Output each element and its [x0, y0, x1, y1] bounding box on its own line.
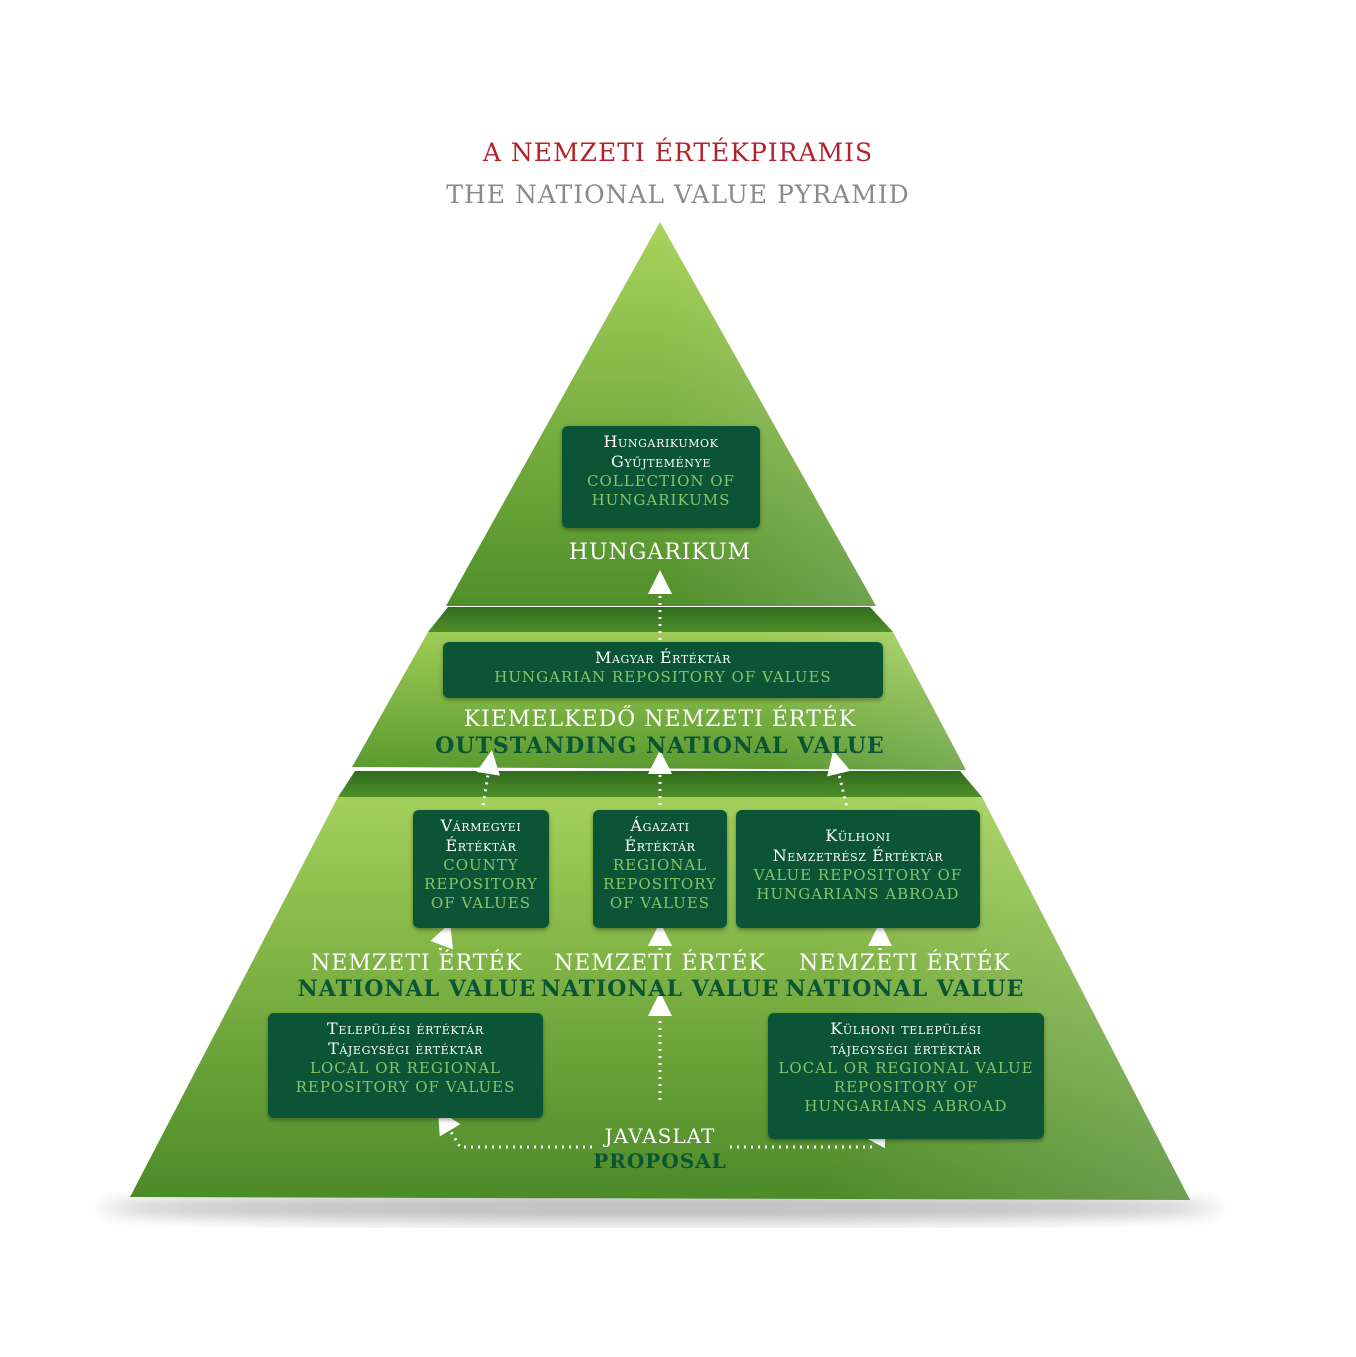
box-subtitle-line: COLLECTION OF [587, 472, 735, 490]
box-subtitle-line: LOCAL OR REGIONAL [309, 1059, 502, 1077]
middle-tier-band [428, 607, 893, 632]
national-value-label-hu: NEMZETI ÉRTÉK [311, 951, 523, 976]
national-value-label-en: NATIONAL VALUE [297, 976, 537, 1002]
box-subtitle-line: HUNGARIANS ABROAD [804, 1097, 1008, 1115]
county-repository-box: Vármegyei Értéktár COUNTY REPOSITORY OF … [413, 810, 549, 928]
box-title-line: Magyar Értéktár [595, 648, 731, 667]
arrow-abroad-to-outstanding [827, 750, 851, 813]
box-subtitle-line: REPOSITORY OF [833, 1078, 979, 1096]
arrow-to-county [430, 922, 454, 951]
box-subtitle-line: REPOSITORY [603, 875, 717, 893]
box-subtitle-line: HUNGARIAN REPOSITORY OF VALUES [494, 668, 832, 686]
ground-shadow [100, 1194, 1220, 1222]
outstanding-label-en: OUTSTANDING NATIONAL VALUE [435, 733, 885, 759]
box-title-line: Nemzetrész Értéktár [772, 846, 944, 865]
abroad-repository-box: Külhoni Nemzetrész Értéktár VALUE REPOSI… [736, 810, 980, 928]
box-title-line: Értéktár [445, 836, 517, 855]
title-english: THE NATIONAL VALUE PYRAMID [446, 180, 910, 209]
national-value-label-hu: NEMZETI ÉRTÉK [799, 951, 1011, 976]
box-title-line: Gyűjteménye [611, 452, 711, 471]
box-subtitle-line: OF VALUES [430, 894, 532, 912]
arrow-county-to-outstanding [476, 750, 500, 813]
box-subtitle-line: HUNGARIKUMS [591, 491, 731, 509]
box-subtitle-line: LOCAL OR REGIONAL VALUE [778, 1059, 1034, 1077]
box-title-line: Külhoni [825, 826, 891, 845]
hungarikum-label: HUNGARIKUM [568, 540, 752, 565]
local-repository-box: Települési értéktár Tájegységi értéktár … [268, 1013, 543, 1118]
box-subtitle-line: OF VALUES [609, 894, 711, 912]
national-value-label-hu: NEMZETI ÉRTÉK [554, 951, 766, 976]
box-subtitle-line: VALUE REPOSITORY OF [753, 866, 963, 884]
box-title-line: Hungarikumok [603, 432, 719, 451]
collection-of-hungarikums-box: Hungarikumok Gyűjteménye COLLECTION OF H… [562, 426, 760, 528]
outstanding-label-hu: KIEMELKEDŐ NEMZETI ÉRTÉK [463, 707, 857, 732]
proposal-label-hu: JAVASLAT [604, 1124, 716, 1148]
box-title-line: Ágazati [630, 816, 690, 835]
hungarian-repository-box: Magyar Értéktár HUNGARIAN REPOSITORY OF … [443, 642, 883, 698]
sectoral-repository-box: Ágazati Értéktár REGIONAL REPOSITORY OF … [593, 810, 727, 928]
box-subtitle-line: REPOSITORY [424, 875, 538, 893]
arrow-proposal-to-local [437, 1109, 592, 1149]
box-subtitle-line: HUNGARIANS ABROAD [756, 885, 960, 903]
box-title-line: tájegységi értéktár [830, 1039, 982, 1058]
box-title-line: Külhoni települési [830, 1019, 982, 1038]
box-title-line: Tájegységi értéktár [328, 1039, 483, 1058]
box-subtitle-line: REPOSITORY OF VALUES [295, 1078, 516, 1096]
box-title-line: Települési értéktár [327, 1019, 484, 1038]
flow-arrows [430, 570, 892, 1149]
box-title-line: Vármegyei [440, 816, 522, 835]
box-title-line: Értéktár [624, 836, 696, 855]
box-subtitle-line: COUNTY [443, 856, 519, 874]
title-hungarian: A NEMZETI ÉRTÉKPIRAMIS [482, 138, 874, 167]
box-subtitle-line: REGIONAL [612, 856, 708, 874]
national-value-label-en: NATIONAL VALUE [540, 976, 780, 1002]
arrow-proposal-to-local-abroad [730, 1121, 886, 1149]
local-abroad-repository-box: Külhoni települési tájegységi értéktár L… [768, 1013, 1044, 1139]
proposal-label-en: PROPOSAL [593, 1149, 727, 1173]
national-value-label-en: NATIONAL VALUE [785, 976, 1025, 1002]
